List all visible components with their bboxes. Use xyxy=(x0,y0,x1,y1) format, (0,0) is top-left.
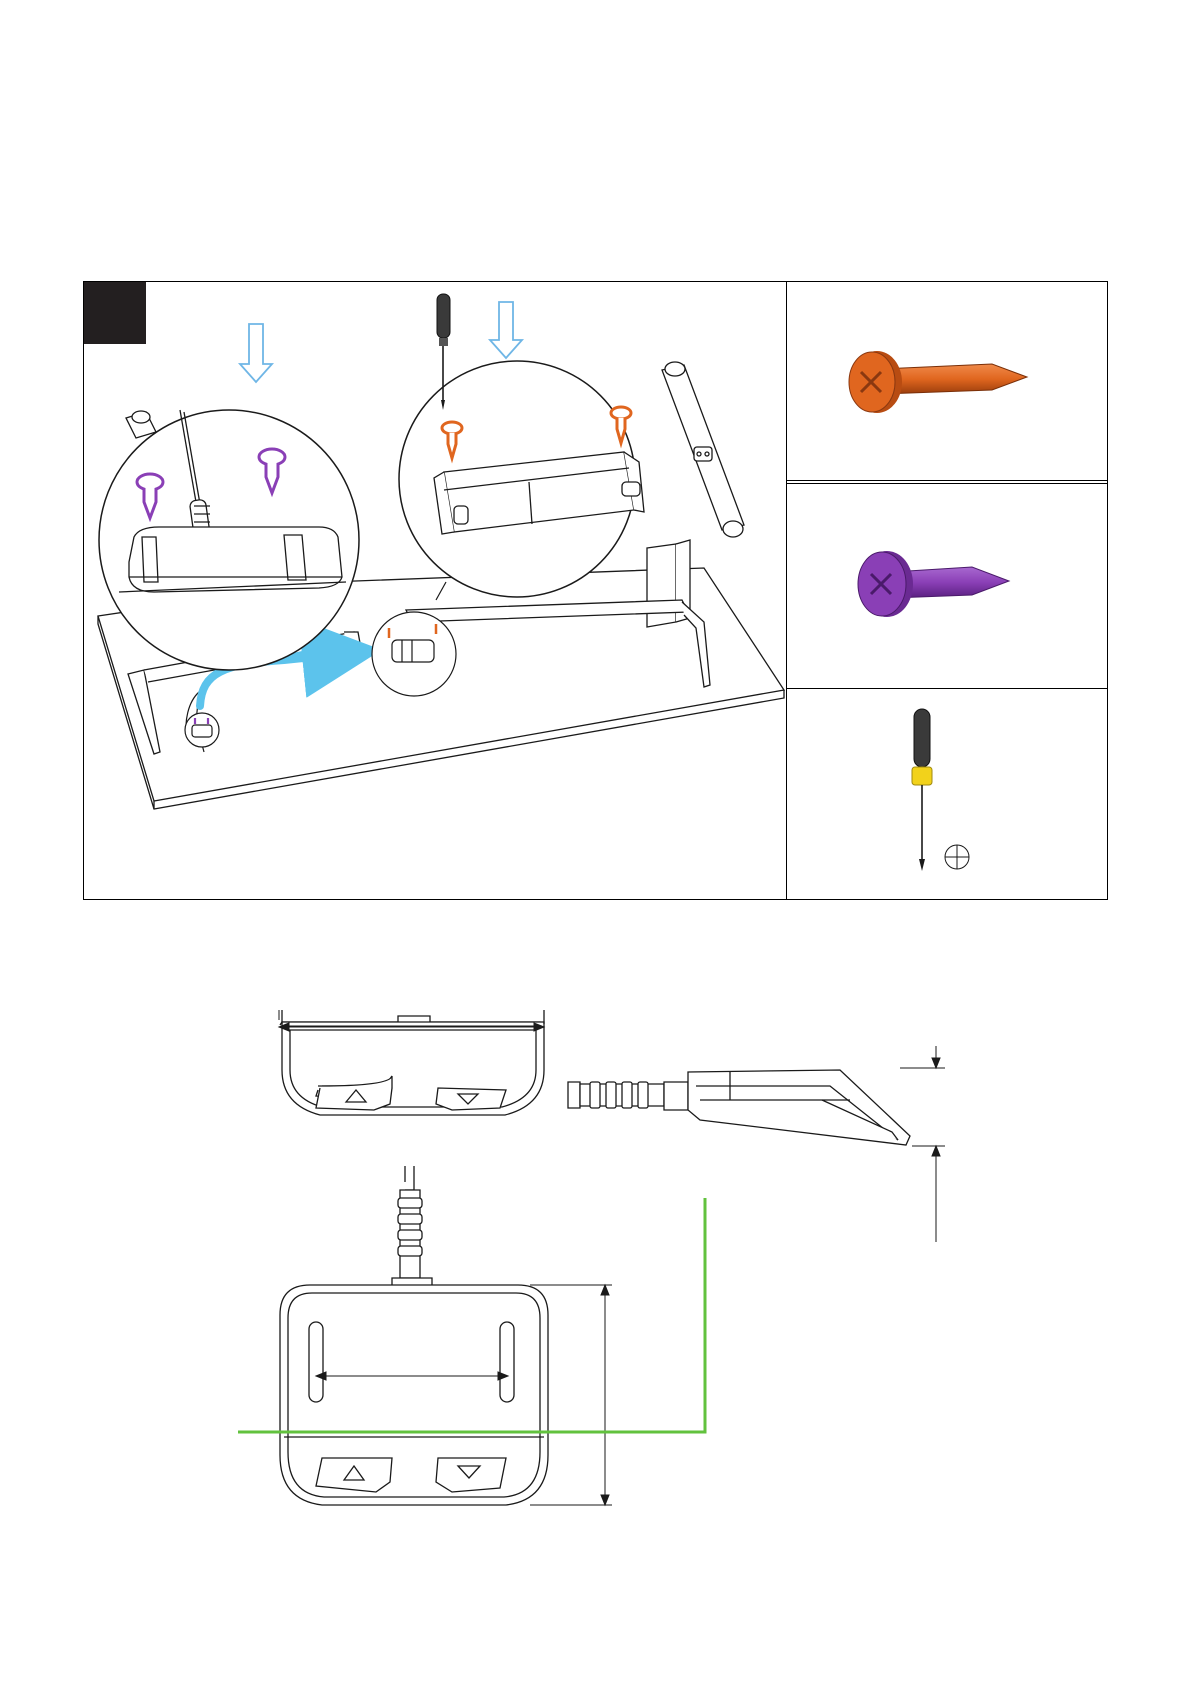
handset-front-view xyxy=(280,1010,544,1115)
handset-cable xyxy=(392,1166,432,1290)
handset-side-view xyxy=(568,1070,910,1145)
handset-top-view xyxy=(280,1285,548,1505)
